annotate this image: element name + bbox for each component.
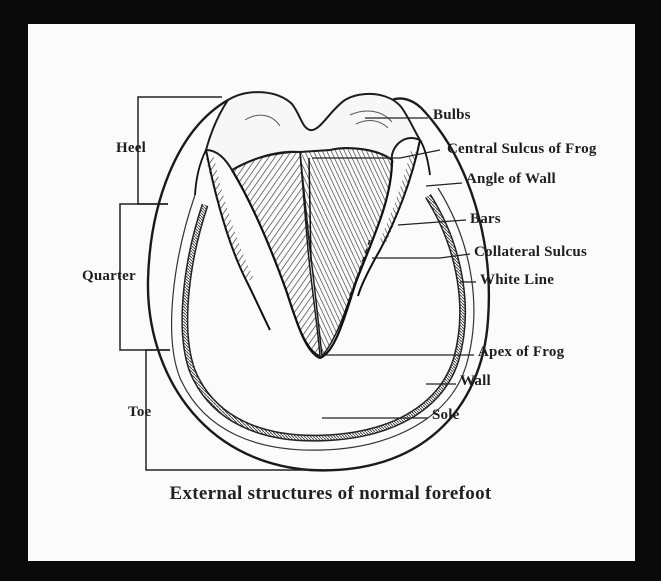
label-wall: Wall	[460, 373, 491, 390]
label-quarter: Quarter	[82, 268, 136, 285]
label-bulbs: Bulbs	[433, 107, 471, 124]
label-central-sulcus: Central Sulcus of Frog	[447, 141, 597, 158]
label-white-line: White Line	[480, 272, 554, 289]
label-sole: Sole	[432, 407, 459, 424]
toe-bracket	[146, 350, 310, 470]
label-angle-of-wall: Angle of Wall	[466, 171, 556, 188]
label-heel: Heel	[116, 140, 146, 157]
label-toe: Toe	[128, 404, 151, 421]
label-bars: Bars	[470, 211, 501, 228]
label-collateral-sulcus: Collateral Sulcus	[474, 244, 587, 261]
label-apex-of-frog: Apex of Frog	[478, 344, 564, 361]
diagram-caption: External structures of normal forefoot	[0, 483, 661, 505]
